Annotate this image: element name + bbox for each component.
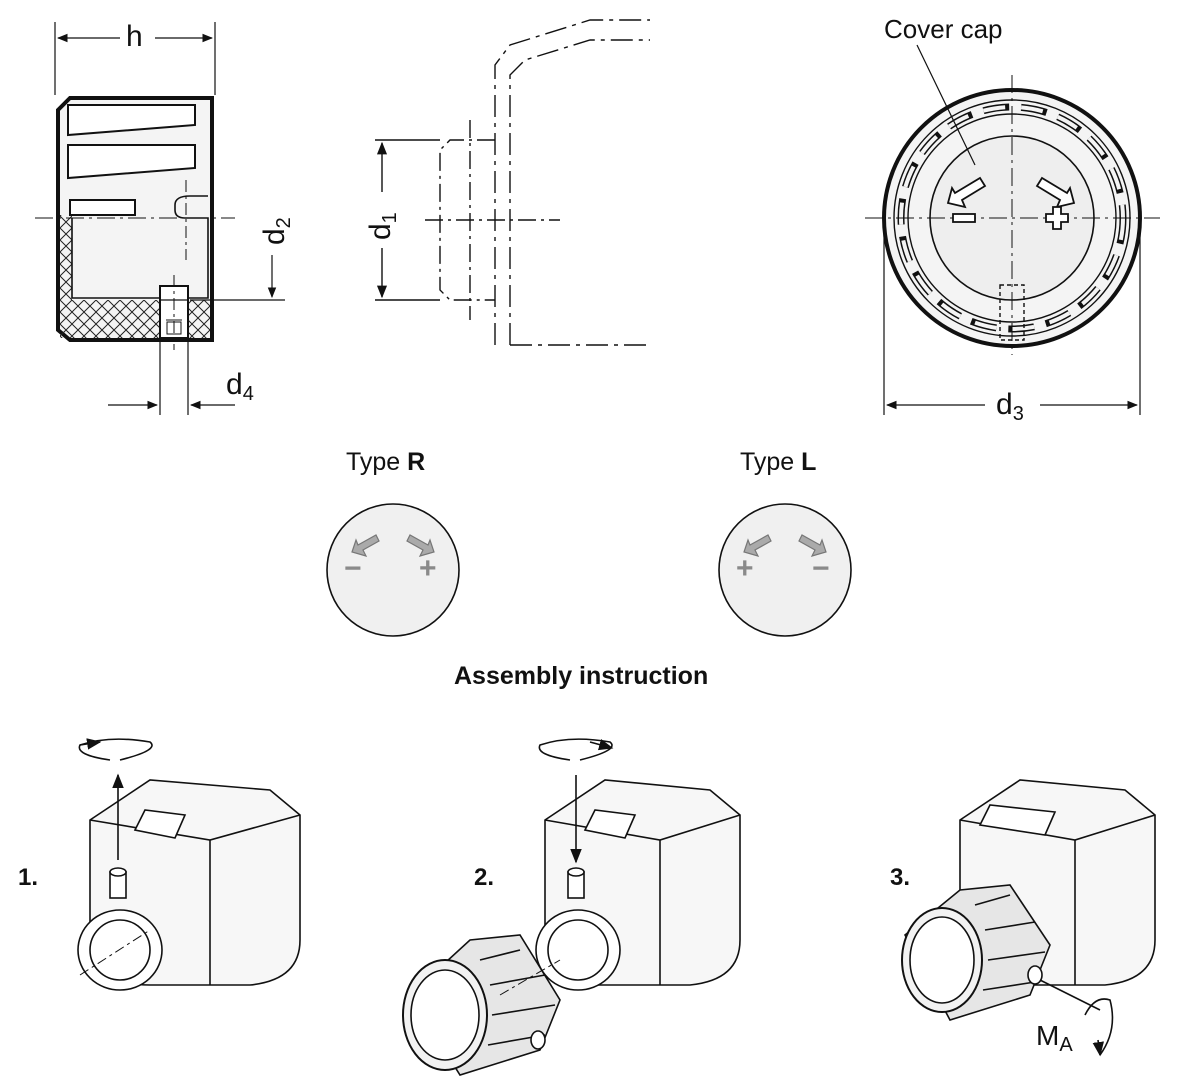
type-r-right-sign: +	[419, 552, 437, 585]
step-3-label: 3.	[890, 864, 911, 891]
type-l-disc	[718, 503, 852, 637]
dim-d3-label: d3	[996, 388, 1024, 425]
assembly-step-1	[77, 738, 301, 991]
section-view	[35, 22, 285, 415]
torque-ma-label: MA	[1036, 1020, 1073, 1056]
dim-h-label: h	[126, 20, 143, 53]
type-l-label: Type L	[740, 448, 817, 476]
dim-d4-label: d4	[226, 368, 254, 405]
step-1-label: 1.	[18, 864, 39, 891]
type-r-label: Type R	[346, 448, 426, 476]
front-view-cover-cap	[865, 44, 1160, 415]
step-2-label: 2.	[474, 864, 495, 891]
assembly-title: Assembly instruction	[454, 662, 709, 690]
shaft-view	[375, 19, 650, 346]
dim-d1-label: d1	[364, 212, 401, 240]
assembly-step-3	[901, 779, 1156, 1057]
dim-d2-label: d2	[258, 217, 295, 245]
type-r-left-sign: −	[344, 552, 362, 585]
cover-cap-label: Cover cap	[884, 14, 1003, 44]
assembly-step-2	[402, 738, 741, 1076]
type-l-left-sign: +	[736, 552, 754, 585]
type-r-disc	[326, 503, 460, 637]
type-l-right-sign: −	[812, 552, 830, 585]
